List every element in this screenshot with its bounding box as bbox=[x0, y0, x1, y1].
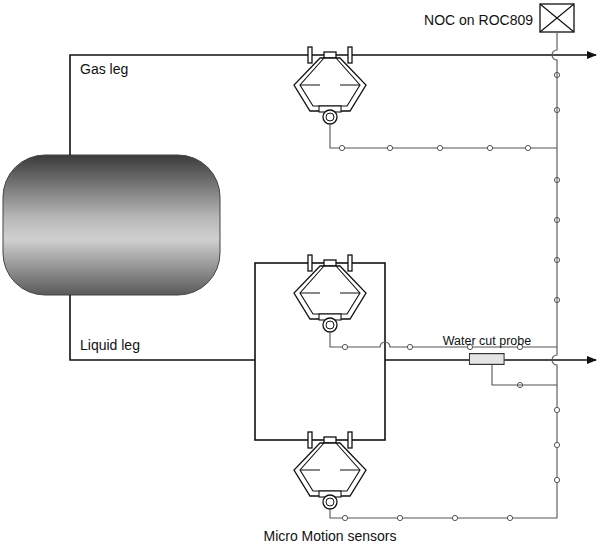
caption: Micro Motion sensors bbox=[263, 528, 396, 544]
shape-holder bbox=[539, 3, 575, 33]
signal-wires bbox=[330, 124, 557, 518]
probe-body bbox=[469, 353, 505, 365]
shape-holder bbox=[469, 353, 505, 365]
coriolis-meter bbox=[294, 255, 366, 332]
leg-label: Liquid leg bbox=[80, 337, 140, 353]
water-cut-probe: Water cut probe bbox=[443, 334, 531, 365]
node-label: Water cut probe bbox=[443, 334, 531, 349]
coriolis-meter bbox=[294, 432, 366, 509]
node-label: NOC on ROC809 bbox=[424, 12, 533, 28]
wire-dots bbox=[339, 72, 559, 520]
liquid-line bbox=[70, 295, 255, 360]
separator-vessel bbox=[3, 155, 220, 295]
noc-controller: NOC on ROC809 bbox=[424, 3, 575, 33]
coriolis-meter bbox=[294, 47, 366, 124]
signal-wire bbox=[492, 33, 557, 385]
noc-icon bbox=[539, 3, 575, 33]
leg-label: Gas leg bbox=[80, 61, 128, 77]
